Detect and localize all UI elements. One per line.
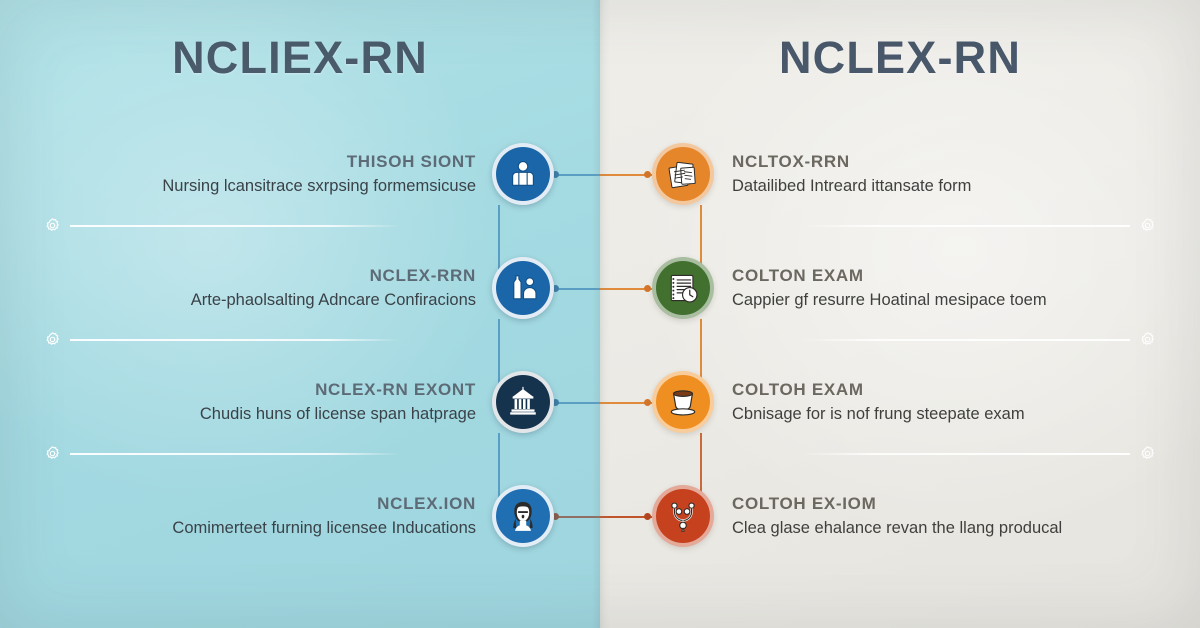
documents-icon	[668, 161, 696, 189]
left-row-3-text: NCLEX-RN EXONT Chudis huns of license sp…	[200, 379, 476, 426]
left-row-1-title: THISOH SIONT	[346, 151, 476, 171]
gear-icon-left-2	[44, 331, 61, 348]
right-row-2-text: COLTON EXAM Cappier gf resurre Hoatinal …	[732, 265, 1047, 312]
left-row-2-title: NCLEX-RRN	[369, 265, 476, 285]
left-row-4-title: NCLEX.ION	[377, 493, 476, 513]
bottle-person-icon	[513, 275, 537, 300]
gear-icon-right-1	[1139, 217, 1156, 234]
documents-icon-badge[interactable]	[652, 143, 714, 205]
gear-icon-right-2	[1139, 331, 1156, 348]
left-separator-3	[70, 453, 400, 455]
right-leader-dot-1	[644, 171, 651, 178]
left-panel: NCLIEX-RN THISOH SIONT	[0, 0, 600, 628]
left-leader-4	[530, 516, 600, 518]
left-leader-dot-1	[552, 171, 559, 178]
right-row-1[interactable]: NCLTOX-RRN Datailibed Intreard ittansate…	[600, 126, 1200, 222]
person-icon-badge[interactable]	[492, 143, 554, 205]
right-row-1-text: NCLTOX-RRN Datailibed Intreard ittansate…	[732, 151, 971, 198]
left-row-1-text: THISOH SIONT Nursing lcansitrace sxrpsin…	[162, 151, 476, 198]
cup-saucer-icon	[670, 390, 696, 416]
right-row-4-desc: Clea glase ehalance revan the llang prod…	[732, 518, 1063, 537]
right-rows: NCLTOX-RRN Datailibed Intreard ittansate…	[600, 126, 1200, 596]
right-leader-1	[600, 174, 670, 176]
left-leader-dot-3	[552, 399, 559, 406]
right-leader-3	[600, 402, 670, 404]
right-row-3-title: COLTOH EXAM	[732, 379, 864, 399]
right-spine-2	[700, 319, 702, 399]
right-row-1-title: NCLTOX-RRN	[732, 151, 850, 171]
person-icon	[512, 161, 534, 186]
stethoscope-icon-badge[interactable]	[652, 485, 714, 547]
government-building-icon	[510, 386, 536, 415]
left-spine-3	[498, 433, 500, 513]
right-row-3-text: COLTOH EXAM Cbnisage for is nof frung st…	[732, 379, 1025, 426]
right-row-3-desc: Cbnisage for is nof frung steepate exam	[732, 404, 1025, 423]
right-row-4-text: COLTOH EX-IOM Clea glase ehalance revan …	[732, 493, 1062, 540]
left-row-4[interactable]: NCLEX.ION Comimerteet furning licensee I…	[0, 468, 600, 564]
left-spine-1	[498, 205, 500, 285]
right-leader-dot-2	[644, 285, 651, 292]
right-separator-2	[800, 339, 1130, 341]
right-separator-1	[800, 225, 1130, 227]
right-row-4-title: COLTOH EX-IOM	[732, 493, 877, 513]
right-row-2-desc: Cappier gf resurre Hoatinal mesipace toe…	[732, 290, 1047, 309]
right-row-3[interactable]: COLTOH EXAM Cbnisage for is nof frung st…	[600, 354, 1200, 450]
left-leader-1	[530, 174, 600, 176]
right-row-1-desc: Datailibed Intreard ittansate form	[732, 176, 972, 195]
left-row-2-text: NCLEX-RRN Arte-phaolsalting Adncare Conf…	[191, 265, 476, 312]
left-row-2[interactable]: NCLEX-RRN Arte-phaolsalting Adncare Conf…	[0, 240, 600, 336]
left-row-4-text: NCLEX.ION Comimerteet furning licensee I…	[172, 493, 476, 540]
left-row-3-title: NCLEX-RN EXONT	[315, 379, 476, 399]
left-leader-3	[530, 402, 600, 404]
notepad-clock-icon-badge[interactable]	[652, 257, 714, 319]
nurse-avatar-icon	[513, 502, 533, 531]
left-separator-1	[70, 225, 400, 227]
right-row-4[interactable]: COLTOH EX-IOM Clea glase ehalance revan …	[600, 468, 1200, 564]
right-separator-3	[800, 453, 1130, 455]
left-leader-dot-2	[552, 285, 559, 292]
right-leader-dot-4	[644, 513, 651, 520]
gear-icon-left-1	[44, 217, 61, 234]
left-row-4-desc: Comimerteet furning licensee Inducations	[172, 518, 476, 537]
left-row-1[interactable]: THISOH SIONT Nursing lcansitrace sxrpsin…	[0, 126, 600, 222]
right-spine-1	[700, 205, 702, 285]
bottle-person-icon-badge[interactable]	[492, 257, 554, 319]
left-row-3-desc: Chudis huns of license span hatprage	[199, 404, 476, 423]
right-row-2[interactable]: COLTON EXAM Cappier gf resurre Hoatinal …	[600, 240, 1200, 336]
left-rows: THISOH SIONT Nursing lcansitrace sxrpsin…	[0, 126, 600, 596]
right-spine-3	[700, 433, 702, 513]
notepad-clock-icon	[670, 274, 698, 303]
left-leader-2	[530, 288, 600, 290]
government-building-icon-badge[interactable]	[492, 371, 554, 433]
left-row-1-desc: Nursing lcansitrace sxrpsing formemsicus…	[162, 176, 476, 195]
left-leader-dot-4	[552, 513, 559, 520]
gear-icon-right-3	[1139, 445, 1156, 462]
stethoscope-icon	[671, 502, 695, 532]
right-leader-dot-3	[644, 399, 651, 406]
right-row-2-title: COLTON EXAM	[732, 265, 864, 285]
nurse-avatar-icon-badge[interactable]	[492, 485, 554, 547]
left-row-2-desc: Arte-phaolsalting Adncare Confiracions	[190, 290, 476, 309]
left-spine-2	[498, 319, 500, 399]
right-panel: NCLEX-RN	[600, 0, 1200, 628]
right-leader-4	[600, 516, 670, 518]
right-leader-2	[600, 288, 670, 290]
left-panel-title: NCLIEX-RN	[172, 32, 428, 83]
left-row-3[interactable]: NCLEX-RN EXONT Chudis huns of license sp…	[0, 354, 600, 450]
cup-saucer-icon-badge[interactable]	[652, 371, 714, 433]
left-separator-2	[70, 339, 400, 341]
gear-icon-left-3	[44, 445, 61, 462]
right-panel-title: NCLEX-RN	[778, 32, 1022, 83]
